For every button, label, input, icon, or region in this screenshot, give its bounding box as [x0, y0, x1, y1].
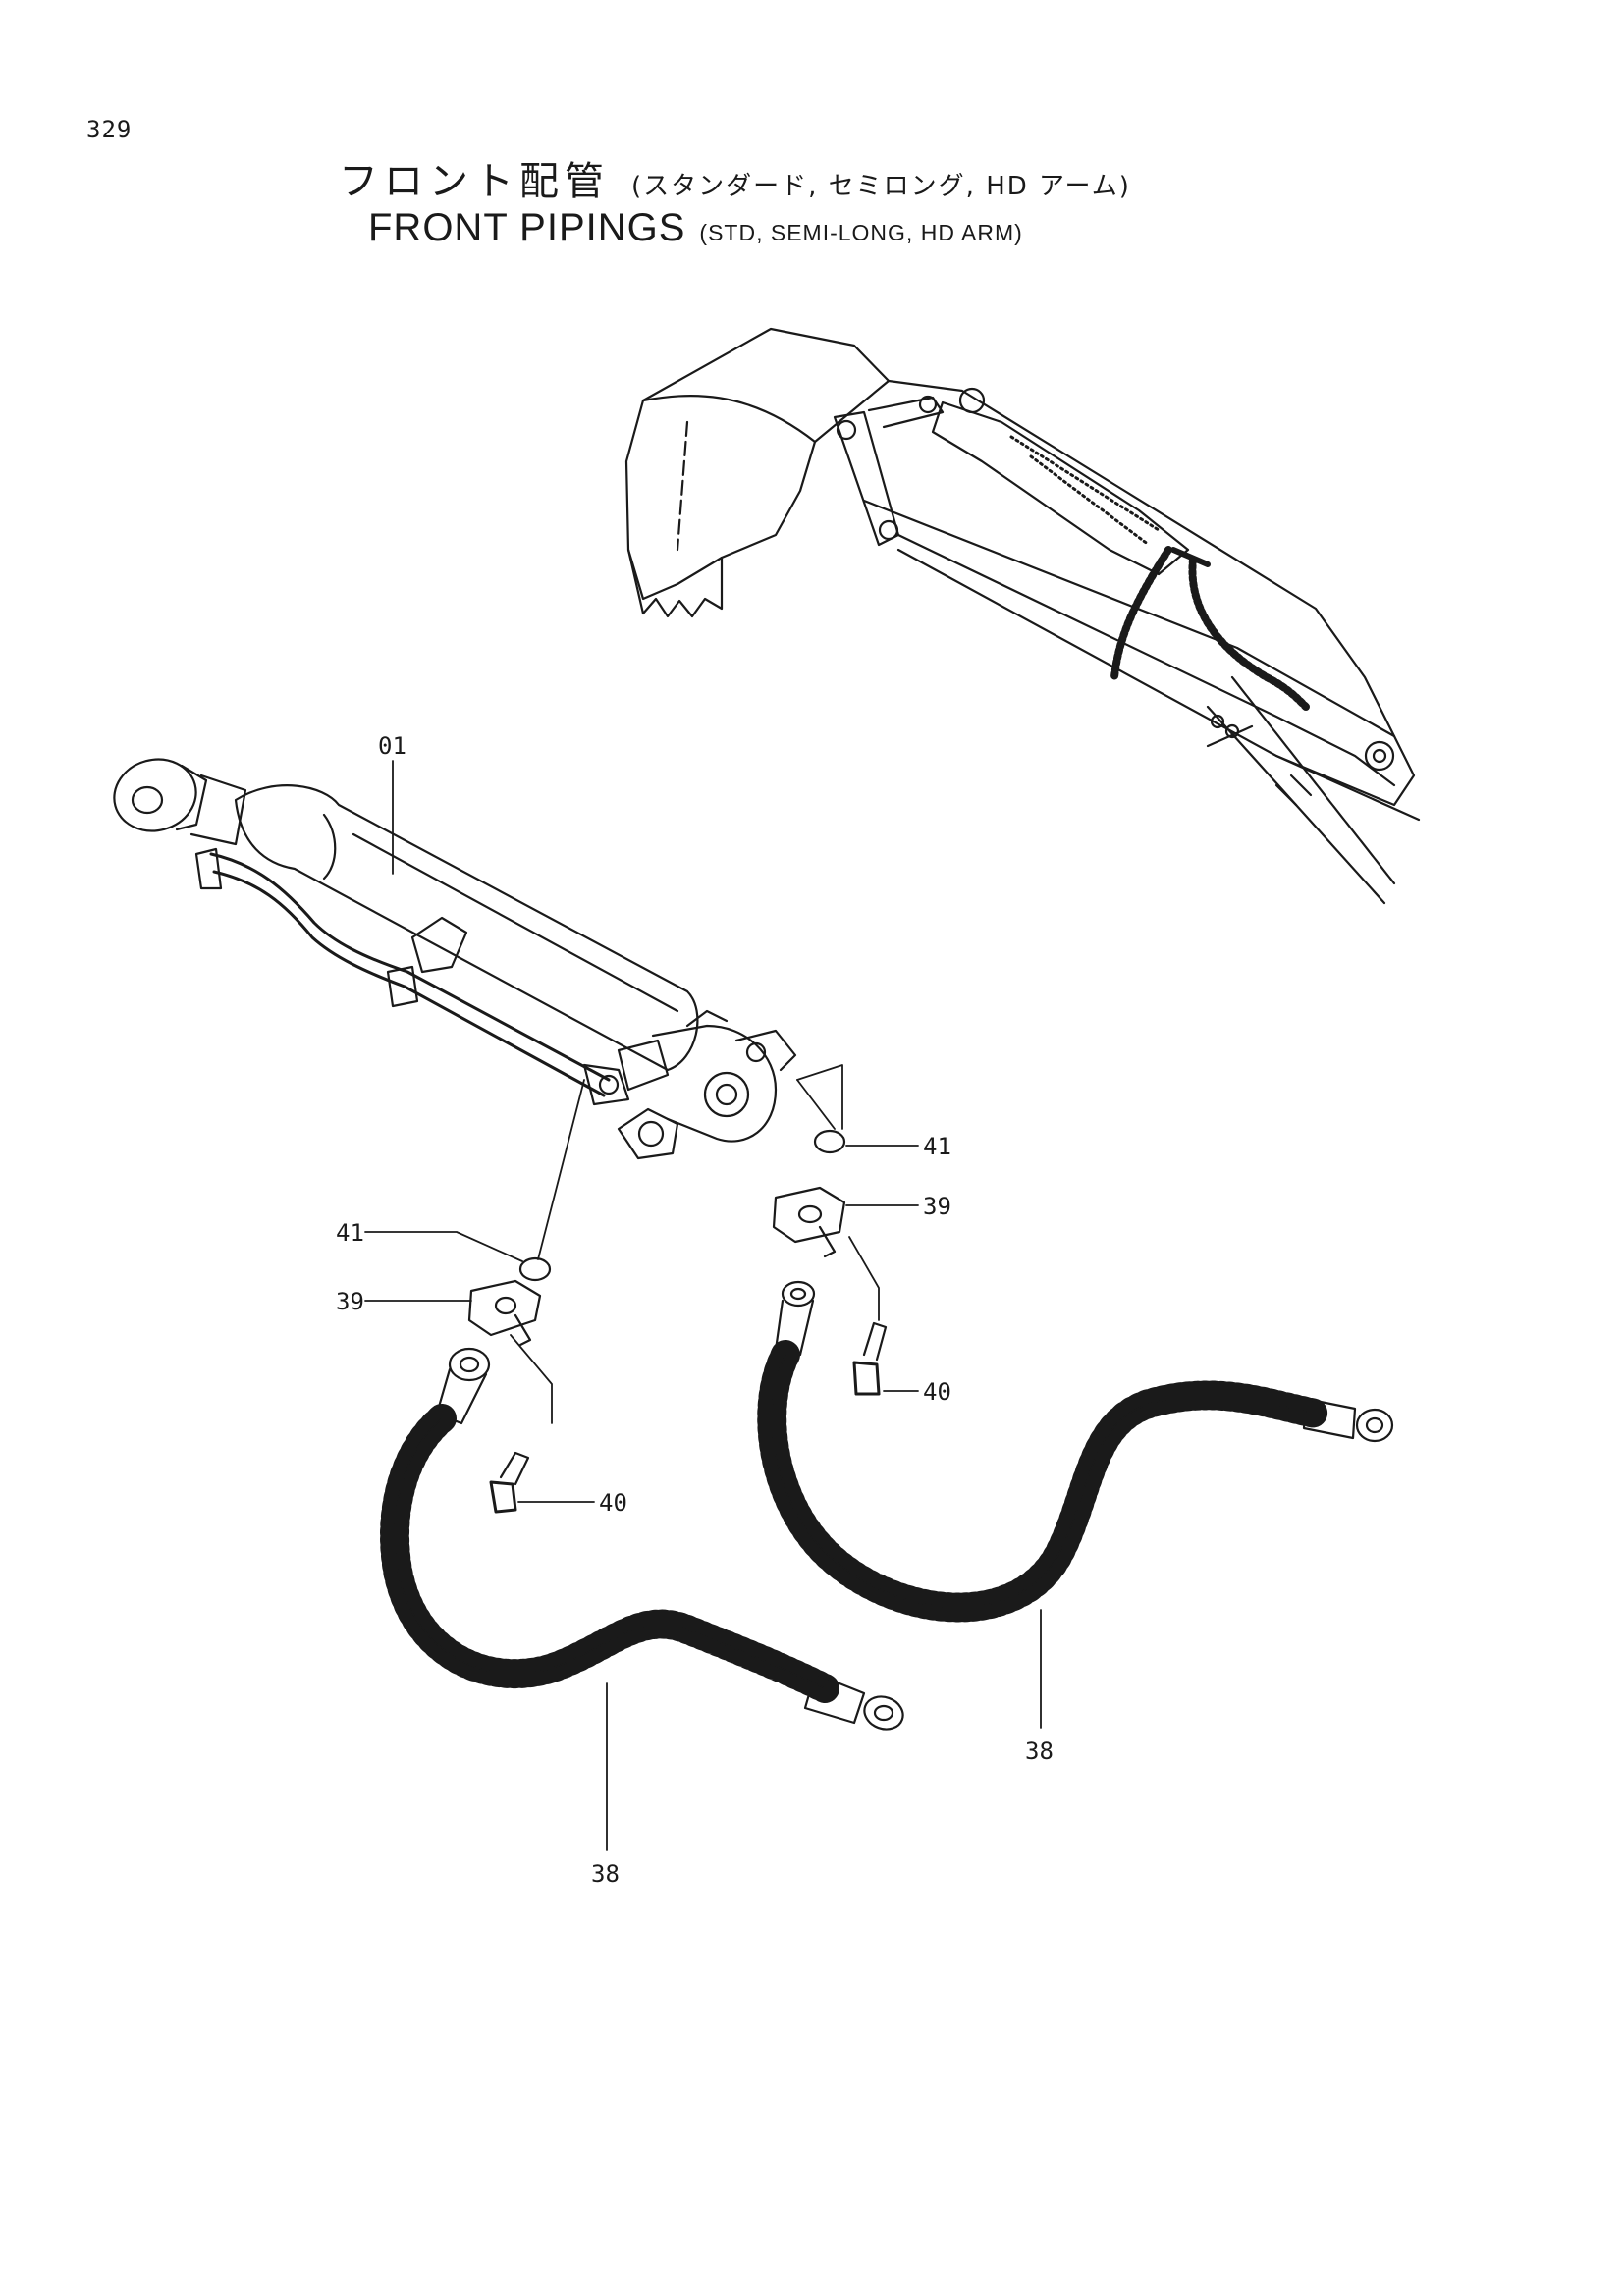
callout-39-right: 39: [923, 1193, 951, 1220]
bucket-link: [833, 410, 900, 547]
arm-overview-illustration: [624, 327, 1421, 905]
flange-39-right: [772, 1186, 846, 1244]
flange-39-left: [467, 1279, 542, 1337]
callout-41-right: 41: [923, 1133, 951, 1160]
callout-40-right: 40: [923, 1378, 951, 1406]
title-japanese-main: フロント配管: [339, 159, 610, 204]
title-japanese: フロント配管 (スタンダード, セミロング, HD アーム): [339, 149, 1131, 206]
title-english-main: FRONT PIPINGS: [368, 206, 686, 249]
leader-lines: [364, 760, 1042, 1851]
cylinder-head: [651, 1024, 778, 1143]
cylinder-assembly-01: [113, 758, 797, 1160]
callout-38-left: 38: [591, 1860, 620, 1888]
o-ring-41-right: [813, 1129, 846, 1154]
title-japanese-sub: (スタンダード, セミロング, HD アーム): [631, 172, 1131, 201]
hose-38-left: [380, 1404, 839, 1703]
bucket: [624, 327, 891, 601]
title-english: FRONT PIPINGS (STD, SEMI-LONG, HD ARM): [368, 206, 1023, 250]
callout-39-left: 39: [336, 1288, 364, 1315]
callout-40-left: 40: [599, 1489, 627, 1517]
page-number: 329: [86, 116, 133, 143]
right-fitting-group: [757, 1129, 1394, 1623]
cylinder-barrel: [234, 784, 699, 1072]
callout-41-left: 41: [336, 1219, 364, 1247]
o-ring-41-left: [518, 1256, 552, 1282]
callout-38-right: 38: [1025, 1737, 1054, 1765]
bolt-40-right: [862, 1321, 888, 1362]
bolt-40-left: [499, 1451, 530, 1486]
left-fitting-group: [380, 1256, 904, 1731]
arm-body: [862, 499, 1416, 807]
bucket-cylinder: [931, 400, 1190, 576]
callout-labels: 01 41 39 41 39 40 40 38 38: [336, 732, 1054, 1888]
callout-01: 01: [378, 732, 406, 760]
hose-38-right: [757, 1340, 1330, 1623]
title-english-sub: (STD, SEMI-LONG, HD ARM): [699, 220, 1023, 245]
